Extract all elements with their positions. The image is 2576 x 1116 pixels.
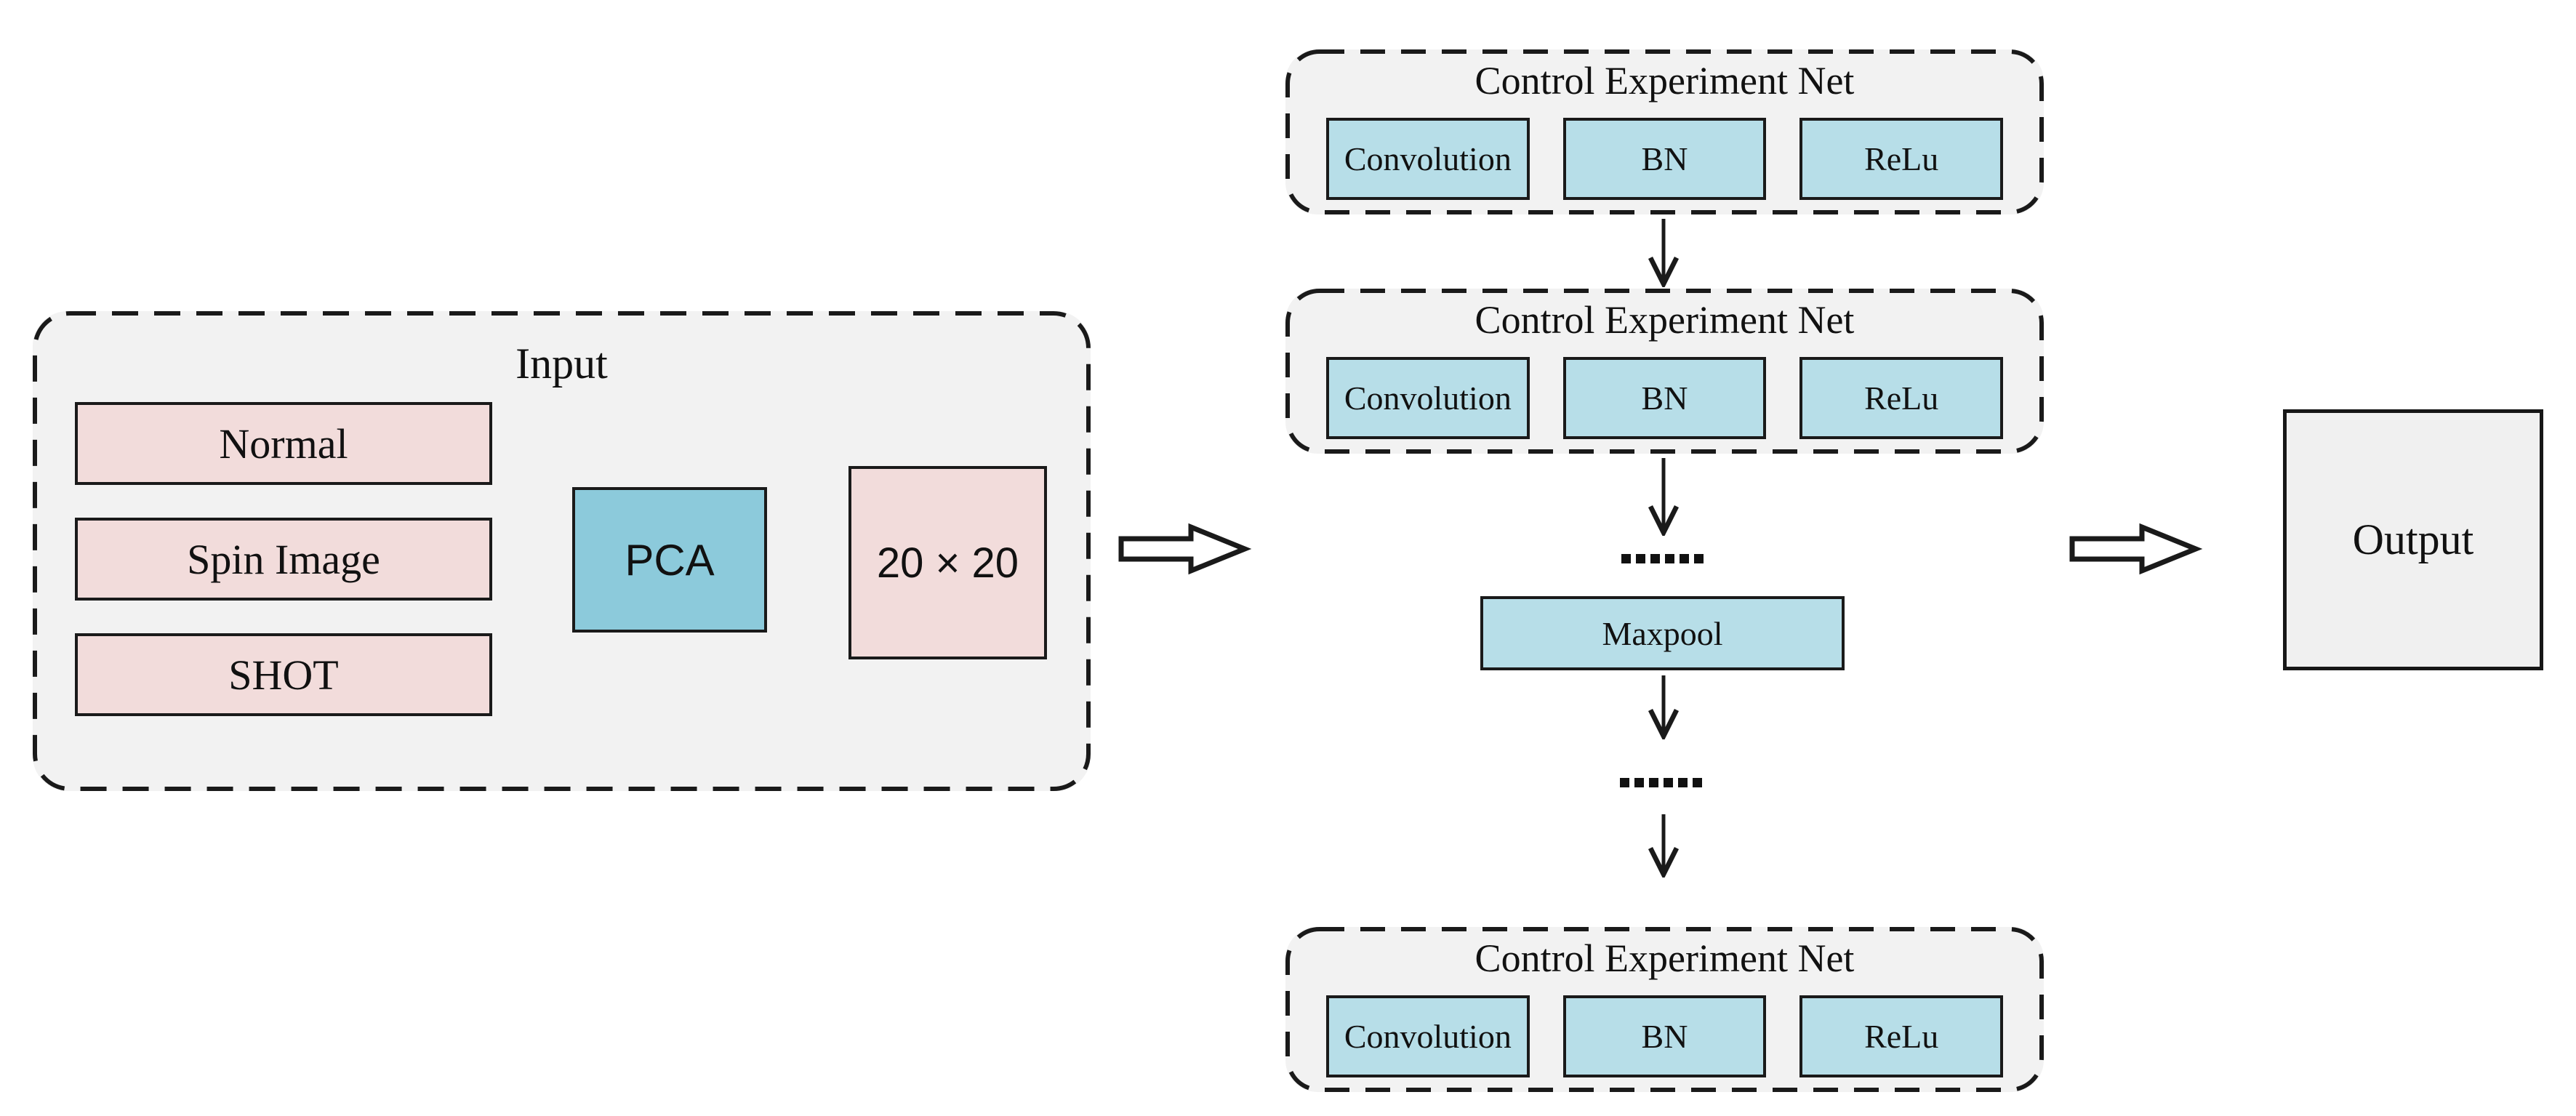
pca-box: PCA bbox=[572, 487, 767, 633]
cen3-dashed-border bbox=[1285, 927, 2044, 1092]
input-group-dashed-border bbox=[33, 311, 1091, 791]
big-arrow-net-to-output-icon bbox=[2069, 523, 2203, 575]
input-group-title: Input bbox=[515, 340, 608, 388]
control-experiment-net-block-1: Control Experiment Net Convolution BN Re… bbox=[1285, 49, 2044, 214]
cen3-relu-box: ReLu bbox=[1799, 995, 2004, 1077]
control-experiment-net-block-3: Control Experiment Net Convolution BN Re… bbox=[1285, 927, 2044, 1092]
cen2-convolution-box: Convolution bbox=[1326, 357, 1530, 439]
cen1-dashed-border bbox=[1285, 49, 2044, 214]
big-arrow-input-to-net-icon bbox=[1118, 523, 1252, 575]
ellipsis-dots-bottom bbox=[1620, 778, 1702, 787]
cen3-layer-row: Convolution BN ReLu bbox=[1326, 995, 2004, 1077]
cen2-bn-box: BN bbox=[1562, 357, 1767, 439]
cen2-layer-row: Convolution BN ReLu bbox=[1326, 357, 2004, 439]
cen1-relu-box: ReLu bbox=[1799, 118, 2004, 200]
cen2-title: Control Experiment Net bbox=[1474, 298, 1855, 342]
cen3-convolution-box: Convolution bbox=[1326, 995, 1530, 1077]
cen3-title: Control Experiment Net bbox=[1474, 936, 1855, 980]
normal-feature-box: Normal bbox=[75, 402, 492, 485]
cen1-bn-box: BN bbox=[1562, 118, 1767, 200]
ellipsis-dots-top bbox=[1621, 554, 1704, 563]
size-20x20-box: 20 × 20 bbox=[848, 466, 1047, 659]
cen1-title: Control Experiment Net bbox=[1474, 59, 1855, 103]
cen2-dashed-border bbox=[1285, 289, 2044, 454]
cen2-relu-box: ReLu bbox=[1799, 357, 2004, 439]
control-experiment-net-block-2: Control Experiment Net Convolution BN Re… bbox=[1285, 289, 2044, 454]
maxpool-box: Maxpool bbox=[1480, 596, 1845, 670]
cen3-bn-box: BN bbox=[1562, 995, 1767, 1077]
output-box: Output bbox=[2283, 409, 2543, 670]
input-group: Input Normal Spin Image SHOT PCA 20 × 20 bbox=[33, 311, 1091, 791]
cen1-layer-row: Convolution BN ReLu bbox=[1326, 118, 2004, 200]
cen1-convolution-box: Convolution bbox=[1326, 118, 1530, 200]
shot-feature-box: SHOT bbox=[75, 633, 492, 716]
spin-image-feature-box: Spin Image bbox=[75, 518, 492, 601]
